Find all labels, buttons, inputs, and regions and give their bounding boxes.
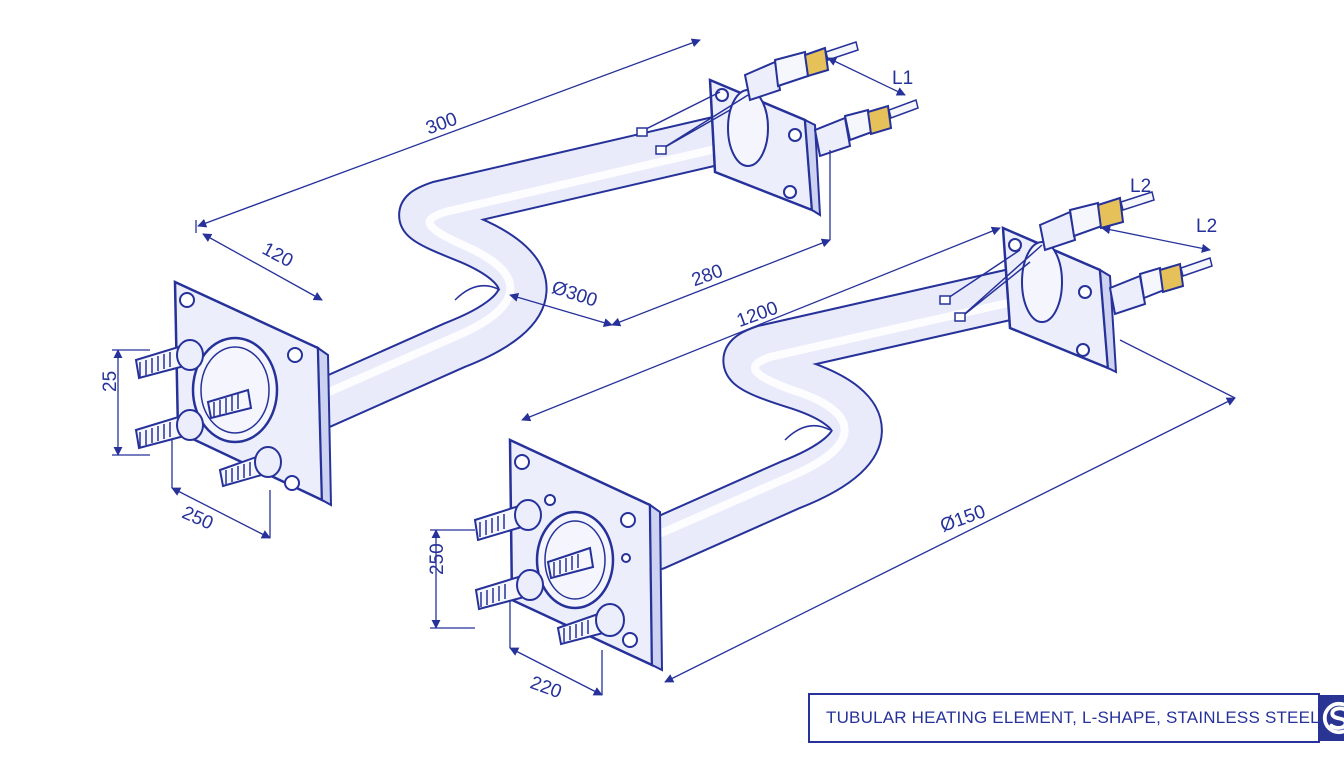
dim-bend-dia-300: Ø300 bbox=[549, 277, 600, 311]
drawing-title: TUBULAR HEATING ELEMENT, L-SHAPE, STAINL… bbox=[826, 708, 1320, 727]
studs-left-upper bbox=[134, 339, 282, 488]
dim-l2-upper: L2 bbox=[1130, 176, 1151, 197]
title-block: TUBULAR HEATING ELEMENT, L-SHAPE, STAINL… bbox=[808, 693, 1344, 743]
studs-left-lower bbox=[473, 499, 625, 646]
s-logo-icon bbox=[1319, 695, 1344, 741]
heating-element-upper bbox=[134, 41, 919, 507]
dim-280: 280 bbox=[689, 261, 726, 292]
dim-dia-150: Ø150 bbox=[937, 501, 988, 537]
dim-l1: L1 bbox=[892, 68, 913, 89]
dim-25: 25 bbox=[100, 371, 121, 392]
dim-300: 300 bbox=[423, 109, 460, 140]
dimension-lines bbox=[112, 38, 1236, 696]
heating-element-lower bbox=[473, 191, 1213, 672]
dim-250-lower: 250 bbox=[427, 543, 448, 575]
dim-l2-lower: L2 bbox=[1196, 216, 1217, 237]
dim-220: 220 bbox=[527, 672, 564, 703]
dim-120: 120 bbox=[258, 239, 296, 272]
terminal-head-lower bbox=[939, 191, 1213, 374]
